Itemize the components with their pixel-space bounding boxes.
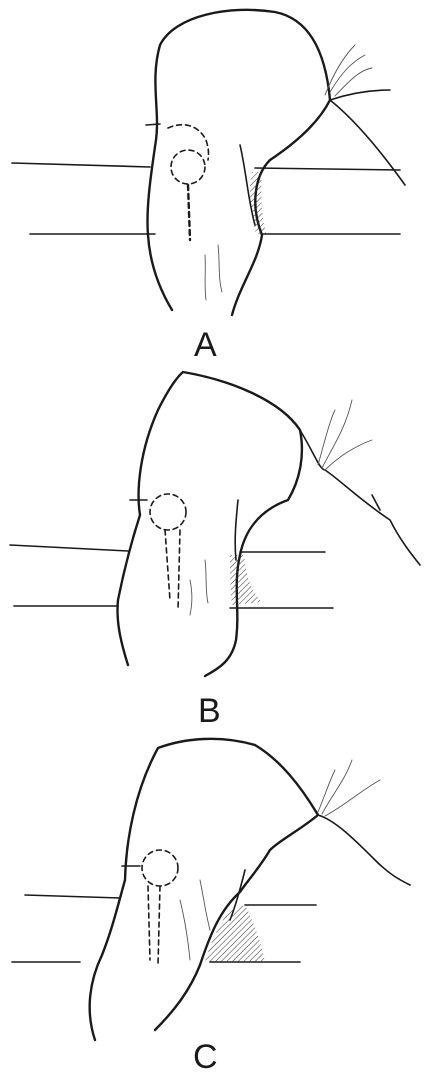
panel-c-dashed-line-1 [148, 886, 150, 960]
panel-b-surface-strokes [190, 560, 208, 615]
panel-a-dashed-arc [168, 125, 208, 160]
panel-a-strands [325, 45, 372, 96]
panel-a-upper-line-left [12, 163, 150, 167]
panel-c-right-flap [318, 815, 410, 885]
panel-a: A [12, 10, 405, 364]
panel-b-right-flap [300, 430, 420, 565]
panel-a-label: A [194, 326, 217, 364]
panel-b-label: B [198, 692, 221, 730]
panel-c-dashed-circle [142, 850, 178, 886]
panel-c-label: C [193, 1038, 218, 1076]
panel-c-upper-line-left [25, 895, 120, 898]
panel-c-shaded-area [205, 905, 265, 962]
panel-a-surface-strokes [205, 245, 222, 300]
panel-c-organ-outline [90, 739, 318, 1040]
panel-b-upper-line-left [10, 545, 128, 551]
panel-c-strands [318, 760, 380, 816]
panel-a-organ-outline [147, 10, 330, 315]
panel-a-upper-line-right [255, 168, 400, 170]
panel-a-right-flap [330, 100, 405, 185]
panel-b-dashed-line-2 [178, 530, 180, 610]
panel-b-dashed-line-1 [165, 530, 170, 600]
panel-b-strands [318, 400, 372, 470]
panel-b-organ-outline [117, 372, 301, 676]
panel-b-shaded-area [230, 555, 262, 605]
panel-c-dashed-line-2 [158, 886, 160, 965]
panel-b-dashed-circle [150, 494, 186, 530]
panel-c: C [12, 739, 410, 1076]
panel-a-tick-mark [146, 124, 160, 125]
panel-a-shaded-area [250, 172, 266, 234]
panel-b: B [10, 372, 420, 730]
panel-a-dashed-circle [171, 150, 205, 184]
panel-a-dashed-line [188, 185, 190, 240]
panel-b-inner-fold [235, 500, 238, 560]
